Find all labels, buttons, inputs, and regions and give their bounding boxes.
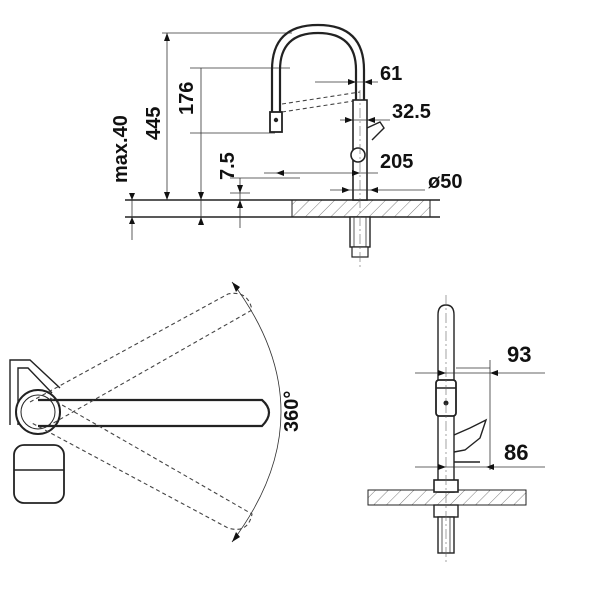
label-176: 176 [176, 82, 198, 115]
faucet-base-circle [15, 389, 61, 435]
plan-view-rotation: 360° [9, 281, 303, 543]
label-rotation: 360° [281, 391, 303, 432]
label-61: 61 [380, 63, 402, 85]
wall-bracket [13, 444, 65, 504]
label-445: 445 [143, 107, 165, 140]
label-86: 86 [504, 440, 528, 465]
label-32-5: 32.5 [392, 101, 431, 123]
side-elevation-view: max.40 445 176 7.5 61 32.5 205 ø50 [110, 23, 462, 270]
label-d50: ø50 [428, 171, 462, 193]
label-max40: max.40 [110, 115, 132, 183]
spout-lower-position [29, 397, 253, 530]
spout-center-position [38, 398, 271, 428]
spout-upper-position [29, 292, 253, 426]
label-7-5: 7.5 [217, 152, 239, 180]
lever-front [453, 418, 488, 453]
countertop-section [291, 199, 431, 218]
rotation-arc [231, 281, 282, 543]
front-view: 93 86 [367, 295, 545, 565]
label-205: 205 [380, 151, 413, 173]
faucet-side-body [269, 23, 385, 270]
label-93: 93 [507, 342, 531, 367]
